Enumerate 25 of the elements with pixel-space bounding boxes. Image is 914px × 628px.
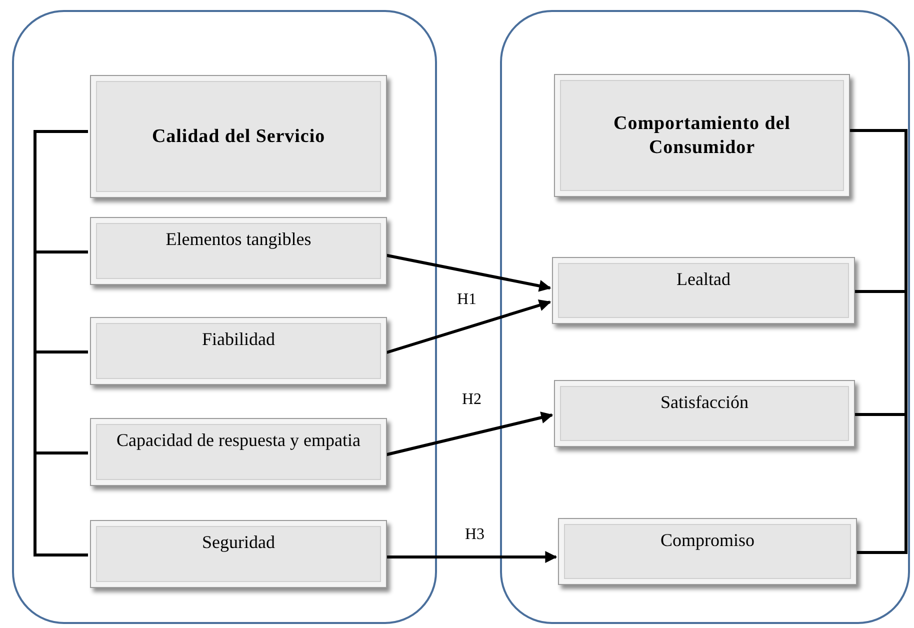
factor-box	[90, 418, 387, 486]
connector-line	[34, 130, 88, 556]
factor-label: Elementos tangibles	[166, 228, 312, 250]
factor-box	[90, 217, 387, 285]
factor-label: Capacidad de respuesta y empatia	[116, 429, 360, 452]
factor-label: Compromiso	[660, 529, 754, 552]
factor-label: Satisfacción	[660, 391, 748, 414]
arrow	[384, 299, 552, 354]
heading-text: Calidad del Servicio	[152, 124, 326, 148]
factor-box	[558, 518, 857, 585]
factor-box	[90, 317, 387, 385]
factor-label: Seguridad	[202, 531, 275, 554]
factor-label: Lealtad	[676, 268, 730, 290]
arrow	[384, 254, 552, 292]
heading-text: Comportamiento del Consumidor	[612, 112, 792, 160]
header-box	[554, 74, 850, 197]
group-panel	[500, 10, 910, 624]
factor-box	[90, 520, 387, 588]
group-panel	[12, 10, 437, 624]
factor-box	[552, 257, 855, 324]
header-box	[90, 75, 387, 198]
factor-label: Fiabilidad	[202, 328, 275, 350]
arrow	[385, 551, 558, 563]
arrow	[384, 412, 554, 456]
factor-box	[554, 380, 855, 447]
